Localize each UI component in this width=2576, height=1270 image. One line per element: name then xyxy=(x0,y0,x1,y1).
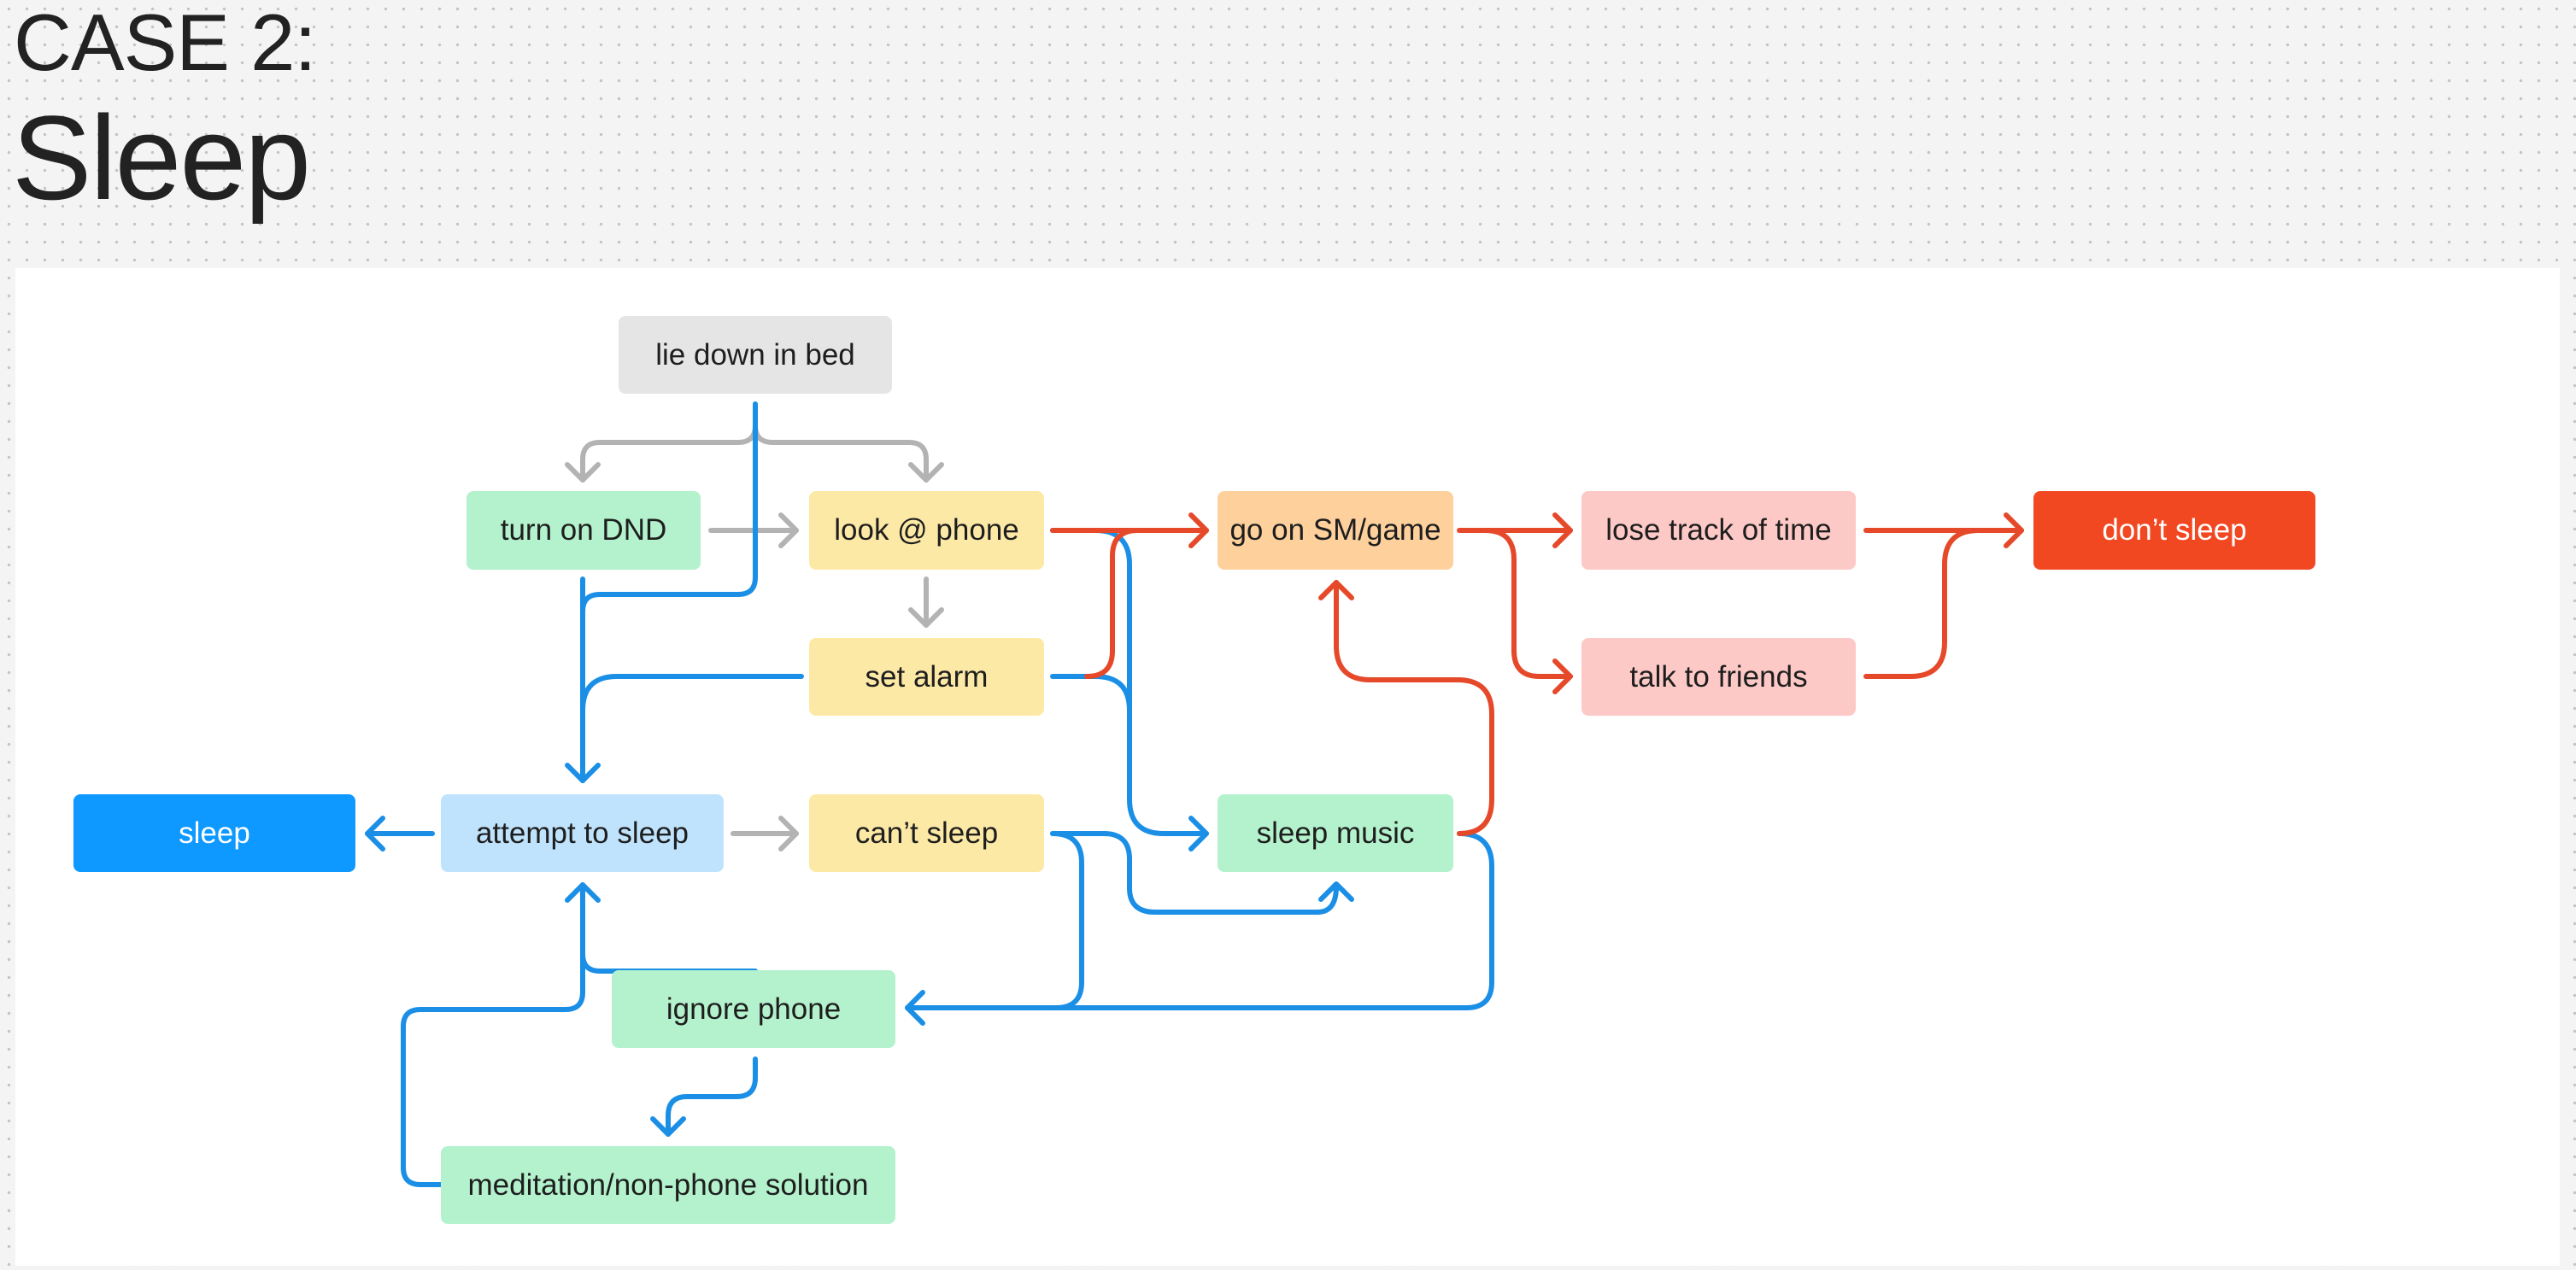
node-sleep-music[interactable]: sleep music xyxy=(1218,794,1453,872)
node-attempt-to-sleep[interactable]: attempt to sleep xyxy=(441,794,724,872)
node-turn-on-dnd[interactable]: turn on DND xyxy=(466,491,701,570)
node-look-at-phone[interactable]: look @ phone xyxy=(809,491,1044,570)
node-set-alarm[interactable]: set alarm xyxy=(809,638,1044,716)
node-ignore-phone[interactable]: ignore phone xyxy=(612,970,895,1048)
edge-talk-to-dont-sleep xyxy=(1863,528,2024,679)
node-meditation-non-phone-solution[interactable]: meditation/non-phone solution xyxy=(441,1146,895,1224)
edge-sm-to-talk xyxy=(1482,528,1573,679)
arrow-head xyxy=(650,1116,686,1137)
arrow-head xyxy=(778,816,799,852)
edge-alarm-to-attempt xyxy=(580,674,804,783)
arrow-head xyxy=(905,990,925,1026)
edge-lie-down-to-dnd xyxy=(580,401,758,483)
edge-cant-to-music xyxy=(1050,831,1339,915)
arrow-head xyxy=(565,462,601,483)
arrow-head xyxy=(1552,658,1573,694)
edge-alarm-to-sm xyxy=(1084,528,1209,679)
edge-lie-down-to-attempt xyxy=(580,401,758,783)
node-talk-to-friends[interactable]: talk to friends xyxy=(1581,638,1856,716)
node-go-on-sm-game[interactable]: go on SM/game xyxy=(1218,491,1453,570)
page-title: Sleep xyxy=(12,91,311,225)
arrow-head xyxy=(2004,512,2024,548)
edge-music-to-ignore xyxy=(1053,831,1494,1010)
arrow-head xyxy=(1188,512,1209,548)
node-lie-down-in-bed[interactable]: lie down in bed xyxy=(619,316,892,394)
edge-meditation-to-attempt xyxy=(401,951,585,1187)
edge-ignore-to-meditation xyxy=(666,1056,758,1137)
arrow-head xyxy=(1318,881,1354,902)
case-label: CASE 2: xyxy=(14,0,316,87)
node-lose-track-of-time[interactable]: lose track of time xyxy=(1581,491,1856,570)
arrow-head xyxy=(365,816,385,852)
node-dont-sleep[interactable]: don’t sleep xyxy=(2033,491,2315,570)
arrow-head xyxy=(1188,816,1209,852)
arrow-head xyxy=(1552,512,1573,548)
arrow-head xyxy=(565,882,601,903)
node-sleep[interactable]: sleep xyxy=(73,794,355,872)
edge-music-to-sm xyxy=(1334,580,1494,836)
arrow-head xyxy=(908,462,944,483)
edge-alarm-to-music xyxy=(1050,674,1132,713)
edge-lie-down-to-phone xyxy=(753,423,929,483)
edge-ignore-to-attempt xyxy=(580,882,758,974)
diagram-board xyxy=(15,268,2560,1266)
arrow-head xyxy=(778,512,799,548)
arrow-head xyxy=(565,763,601,783)
edge-phone-to-music xyxy=(1050,528,1209,836)
arrow-head xyxy=(1318,580,1354,600)
arrow-head xyxy=(908,607,944,628)
node-cant-sleep[interactable]: can’t sleep xyxy=(809,794,1044,872)
